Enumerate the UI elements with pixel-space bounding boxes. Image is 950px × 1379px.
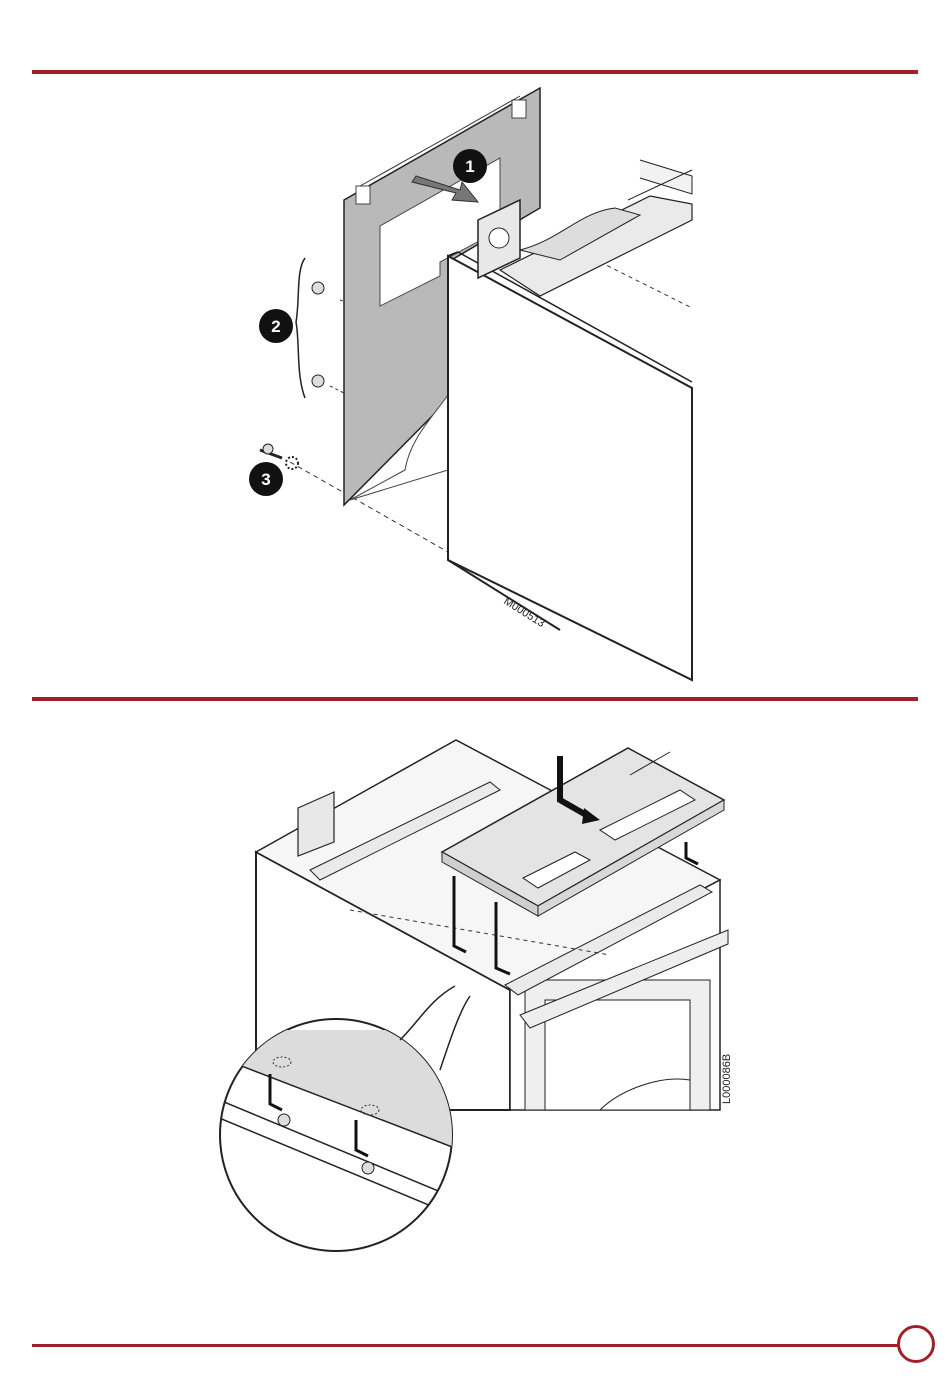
figure-reference-bottom: L000086B [721,1054,733,1104]
